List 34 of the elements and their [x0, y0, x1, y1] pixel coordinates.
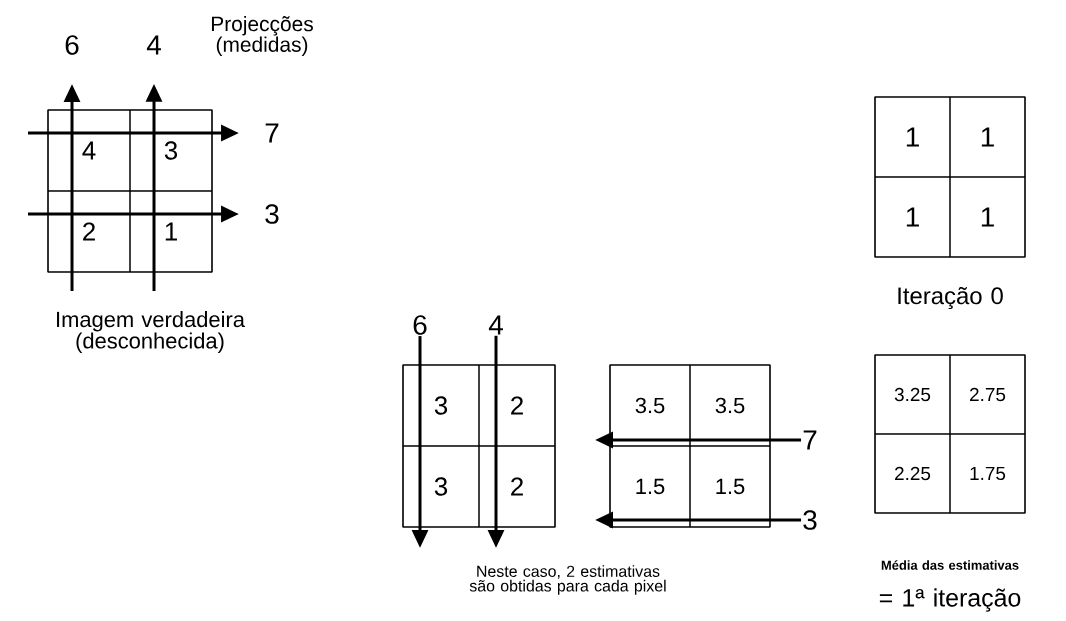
projection-value: 3	[803, 510, 817, 530]
pixel-cell: 3	[129, 109, 213, 192]
pixel-cell: 3	[402, 445, 480, 528]
pixel-cell: 1.5	[689, 445, 771, 528]
caption: = 1ª iteração	[879, 588, 1021, 612]
pixel-cell: 1	[949, 176, 1026, 258]
caption: Média das estimativas	[881, 560, 1019, 570]
pixel-cell: 1.75	[949, 433, 1026, 514]
projection-value: 6	[413, 315, 427, 335]
pixel-cell: 4	[47, 109, 131, 192]
pixel-cell: 1	[129, 190, 213, 273]
pixel-cell: 2	[478, 364, 556, 447]
caption: Imagem verdadeira (desconhecida)	[57, 311, 245, 353]
pixel-cell: 3	[402, 364, 480, 447]
projection-value: 3	[265, 204, 279, 224]
projection-value: 7	[265, 123, 279, 143]
projection-value: 4	[488, 315, 503, 335]
pixel-cell: 2.75	[949, 354, 1026, 435]
pixel-cell: 2	[478, 445, 556, 528]
caption: Iteração 0	[898, 286, 1003, 310]
caption: Projecções (medidas)	[212, 15, 313, 57]
projection-value: 4	[146, 35, 161, 55]
caption: Neste caso, 2 estimativas são obtidas para cada pixel	[469, 565, 666, 595]
pixel-cell: 3.5	[609, 364, 691, 447]
pixel-cell: 3.5	[689, 364, 771, 447]
pixel-cell: 1	[949, 96, 1026, 178]
projection-value: 7	[803, 430, 817, 450]
pixel-cell: 2	[47, 190, 131, 273]
pixel-cell: 3.25	[874, 354, 951, 435]
projection-value: 6	[65, 35, 79, 55]
pixel-cell: 2.25	[874, 433, 951, 514]
pixel-cell: 1.5	[609, 445, 691, 528]
pixel-cell: 1	[874, 96, 951, 178]
pixel-cell: 1	[874, 176, 951, 258]
